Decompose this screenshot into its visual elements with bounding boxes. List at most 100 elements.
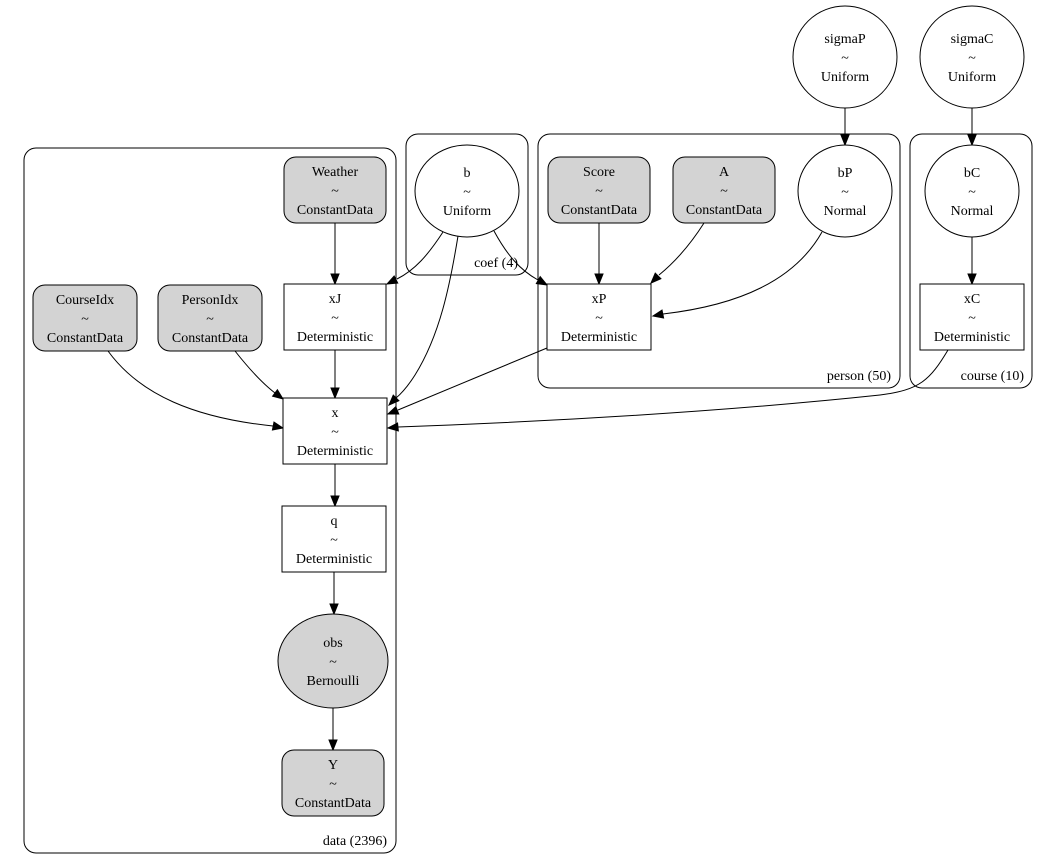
node-CourseIdx-box (32, 284, 138, 352)
arrowhead (386, 405, 400, 415)
node-Score-box (547, 156, 651, 224)
node-b-ellipse (414, 144, 520, 238)
node-sigmaC-ellipse (919, 5, 1025, 109)
edge-line (493, 230, 539, 281)
edge-bC-to-xC (967, 237, 977, 286)
arrowhead (330, 273, 340, 286)
edge-sigmaP-to-bP (840, 108, 850, 147)
edge-x-to-q (330, 464, 340, 508)
edge-sigmaC-to-bC (967, 108, 977, 147)
arrowhead (271, 421, 285, 431)
edge-line (658, 222, 705, 276)
node-sigmaC-name: sigmaC (951, 32, 994, 47)
node-x-tilde: ~ (331, 425, 339, 440)
node-A: A~ConstantData (672, 156, 776, 224)
node-Weather-name: Weather (312, 165, 359, 180)
arrowhead (330, 387, 340, 400)
node-Y-box (281, 749, 385, 817)
node-sigmaP-name: sigmaP (824, 32, 865, 47)
node-xP-dist: Deterministic (561, 330, 637, 345)
plate-coef-border (405, 133, 529, 276)
edge-line (107, 350, 274, 427)
node-xC: xC ~ Deterministic (919, 283, 1025, 351)
node-A-dist: ConstantData (686, 203, 763, 218)
node-sigmaC: sigmaC~Uniform (919, 5, 1025, 109)
node-obs-ellipse (277, 613, 389, 709)
arrowhead (271, 388, 285, 400)
node-sigmaP: sigmaP ~ Uniform (792, 5, 898, 109)
arrowhead (385, 275, 399, 285)
node-sigmaP-tilde: ~ (841, 51, 849, 66)
node-xC-tilde: ~ (968, 311, 976, 326)
arrowhead (651, 309, 665, 319)
edges-layer (107, 108, 977, 752)
edge-xC-to-x (386, 349, 949, 432)
plate-data: data (2396) (23, 147, 397, 854)
edge-PersonIdx-to-x (234, 350, 285, 400)
arrowhead (328, 739, 338, 752)
node-Weather: Weather~ConstantData (283, 156, 387, 224)
plate-course: course (10) (909, 133, 1033, 389)
edge-line (396, 231, 444, 280)
plate-data-label: data (2396) (323, 834, 387, 849)
node-x-name: x (332, 406, 339, 421)
node-sigmaP-ellipse (792, 5, 898, 109)
node-b-name: b (464, 166, 471, 181)
node-q-tilde: ~ (330, 533, 338, 548)
node-xC-box (919, 283, 1025, 351)
arrowhead (594, 273, 604, 286)
node-xC-dist: Deterministic (934, 330, 1010, 345)
node-Weather-dist: ConstantData (297, 203, 374, 218)
edge-obs-to-Y (328, 708, 338, 752)
node-obs-tilde: ~ (329, 655, 337, 670)
node-bC-name: bC (964, 166, 980, 181)
node-bP: bP~Normal (797, 144, 893, 238)
arrowhead (535, 275, 549, 286)
edge-xP-to-x (386, 347, 548, 415)
node-CourseIdx-dist: ConstantData (47, 331, 124, 346)
node-bP-dist: Normal (824, 204, 867, 219)
node-PersonIdx-dist: ConstantData (172, 331, 249, 346)
node-q-dist: Deterministic (296, 552, 372, 567)
node-PersonIdx-tilde: ~ (206, 312, 214, 327)
node-Y-dist: ConstantData (295, 796, 372, 811)
node-q-name: q (331, 514, 338, 529)
edge-line (395, 235, 459, 399)
node-bC-dist: Normal (951, 204, 994, 219)
plate-coef: coef (4) (405, 133, 529, 276)
plate-data-border (23, 147, 397, 854)
node-bC: bC ~ Normal (924, 144, 1020, 238)
node-Y-tilde: ~ (329, 777, 337, 792)
node-CourseIdx: CourseIdx~ConstantData (32, 284, 138, 352)
node-q: q ~ Deterministic (281, 505, 387, 573)
node-Score: Score~ConstantData (547, 156, 651, 224)
node-A-name: A (719, 165, 730, 180)
node-bC-tilde: ~ (968, 185, 976, 200)
node-x-dist: Deterministic (297, 444, 373, 459)
node-sigmaP-dist: Uniform (821, 70, 869, 85)
node-sigmaC-dist: Uniform (948, 70, 996, 85)
node-xJ-box (283, 283, 387, 351)
edge-Weather-to-xJ (330, 223, 340, 286)
edge-line (397, 349, 949, 428)
node-x: x ~ Deterministic (282, 397, 388, 465)
edge-b-to-x (388, 235, 459, 406)
plate-person: person (50) (537, 133, 901, 389)
node-obs-dist: Bernoulli (307, 674, 360, 689)
edge-line (397, 347, 548, 411)
arrowhead (329, 603, 339, 616)
node-obs: obs~Bernoulli (277, 613, 389, 709)
arrowhead (386, 422, 399, 432)
node-Score-name: Score (583, 165, 615, 180)
node-CourseIdx-name: CourseIdx (56, 293, 114, 308)
node-b-tilde: ~ (463, 185, 471, 200)
arrowhead (330, 495, 340, 508)
node-xC-name: xC (964, 292, 980, 307)
node-bP-name: bP (838, 166, 853, 181)
node-xJ-dist: Deterministic (297, 330, 373, 345)
arrowhead (967, 273, 977, 286)
arrowhead (840, 134, 850, 147)
nodes-layer: sigmaP~UniformsigmaC~Uniformb~UniformbP~… (32, 5, 1025, 817)
node-xP-name: xP (592, 292, 607, 307)
